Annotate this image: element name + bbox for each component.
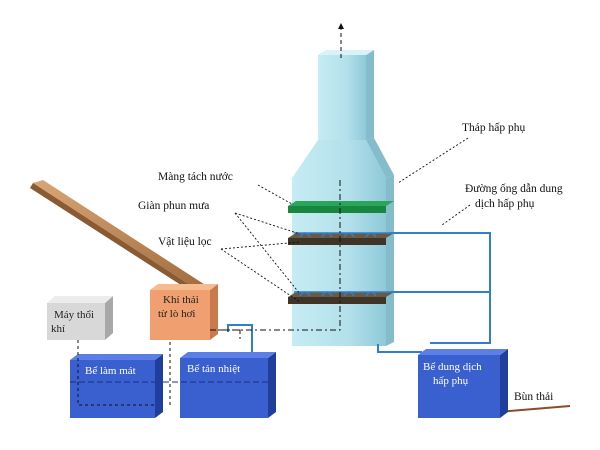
pipe-line-label-line2: dịch hấp phụ xyxy=(475,197,535,210)
solution-pipe xyxy=(227,232,491,360)
water-separator-label: Màng tách nước xyxy=(158,171,233,183)
flow-dashed-lines xyxy=(70,180,341,406)
solution-tank-label-line1: Bể dung dịch xyxy=(423,361,482,373)
solution-tank: Bể dung dịch hấp phụ xyxy=(418,349,508,418)
spray-rack-upper xyxy=(294,232,390,238)
cooling-tank: Bể làm mát xyxy=(70,354,163,418)
exhaust-label-line1: Khí thải xyxy=(163,294,199,306)
heat-dissipation-tank: Bể tản nhiệt xyxy=(180,352,276,418)
exhaust-duct xyxy=(30,180,210,296)
blower-label-line1: Máy thổi xyxy=(54,309,94,321)
tower-label: Tháp hấp phụ xyxy=(462,121,525,134)
blower-box: Máy thổi khí xyxy=(47,296,113,340)
sludge-pipe xyxy=(497,405,571,413)
filter-material-label: Vật liệu lọc xyxy=(158,236,212,248)
filter-layer-upper xyxy=(288,233,394,245)
filter-layer-lower xyxy=(288,292,394,304)
spray-rack-lower xyxy=(294,291,390,297)
exhaust-box: Khí thải từ lò hơi xyxy=(150,284,218,340)
sludge-label: Bùn thải xyxy=(514,391,553,403)
heat-tank-label: Bể tản nhiệt xyxy=(187,363,240,375)
solution-tank-label-line2: hấp phụ xyxy=(433,375,469,387)
water-separator-membrane xyxy=(288,201,394,213)
cooling-tank-label: Bể làm mát xyxy=(85,365,136,377)
blower-label-line2: khí xyxy=(51,323,65,335)
pipe-line-label-line1: Đường ống dẫn dung xyxy=(465,182,563,195)
callout-lines xyxy=(220,137,471,303)
spray-rack-label: Giàn phun mưa xyxy=(138,200,209,212)
exhaust-label-line2: từ lò hơi xyxy=(158,308,195,320)
